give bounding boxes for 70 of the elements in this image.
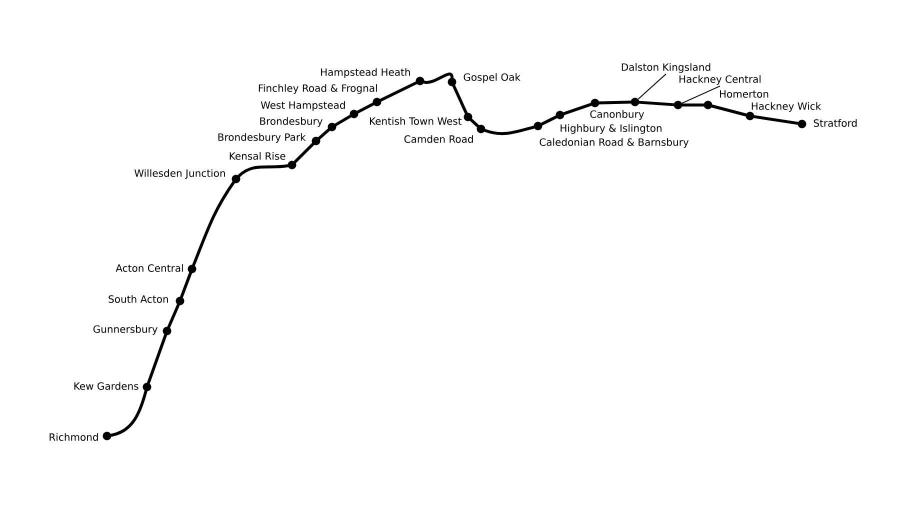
station-label: Canonbury bbox=[590, 110, 644, 120]
station-dot bbox=[232, 174, 240, 184]
station-dot bbox=[704, 100, 712, 110]
station-label: Acton Central bbox=[116, 264, 183, 272]
station-dot bbox=[102, 432, 112, 440]
station-dot bbox=[476, 124, 486, 134]
station-label: Gunnersbury bbox=[93, 325, 158, 335]
station-label: Hackney Wick bbox=[752, 102, 822, 112]
station-label: Brondesbury Park bbox=[218, 133, 306, 143]
track-line bbox=[192, 181, 235, 266]
track-line bbox=[638, 100, 676, 106]
track-line bbox=[238, 164, 290, 178]
station-label: Willesden Junction bbox=[134, 169, 225, 179]
leader-line bbox=[682, 86, 720, 104]
track-line bbox=[422, 72, 454, 84]
station-label: Homerton bbox=[720, 90, 768, 98]
station-dot bbox=[312, 136, 320, 146]
station-label: Camden Road bbox=[404, 135, 473, 143]
station-label: Kensal Rise bbox=[230, 152, 286, 160]
station-dot bbox=[556, 110, 564, 120]
track-line bbox=[356, 102, 375, 114]
track-line bbox=[380, 81, 418, 102]
station-label: Hampstead Heath bbox=[321, 68, 410, 78]
track-line bbox=[470, 118, 480, 128]
track-line bbox=[147, 334, 167, 384]
track-line bbox=[167, 304, 180, 328]
station-dot bbox=[288, 160, 296, 170]
station-dot bbox=[188, 264, 196, 274]
station-label: Kentish Town West bbox=[370, 117, 462, 125]
station-dot bbox=[176, 296, 184, 306]
track-line bbox=[180, 272, 192, 298]
station-label: South Acton bbox=[108, 295, 168, 303]
station-dot bbox=[328, 122, 336, 132]
track-line bbox=[680, 104, 706, 106]
track-line bbox=[540, 116, 558, 126]
track-line bbox=[484, 126, 536, 136]
station-label: Caledonian Road & Barnsbury bbox=[540, 138, 689, 148]
track-line bbox=[562, 102, 592, 116]
track-line bbox=[334, 114, 352, 126]
station-dot bbox=[746, 112, 754, 120]
track-line bbox=[752, 115, 800, 125]
station-label: West Hampstead bbox=[260, 101, 345, 111]
track-line bbox=[318, 128, 330, 140]
leader-line bbox=[638, 74, 666, 100]
track-line bbox=[710, 104, 748, 116]
track-line bbox=[110, 390, 148, 437]
track-line bbox=[294, 142, 314, 164]
station-label: Stratford bbox=[814, 119, 857, 127]
station-dot bbox=[448, 78, 456, 86]
station-dot bbox=[630, 98, 640, 106]
station-dot bbox=[464, 112, 472, 122]
station-label: Finchley Road & Frognal bbox=[258, 84, 377, 94]
station-label: Hackney Central bbox=[680, 75, 761, 85]
track-line bbox=[452, 84, 468, 114]
station-label: Gospel Oak bbox=[464, 73, 520, 83]
station-label: Highbury & Islington bbox=[560, 124, 662, 134]
station-dot bbox=[674, 100, 682, 110]
station-dot bbox=[534, 122, 542, 130]
station-dot bbox=[350, 110, 358, 118]
station-dot bbox=[162, 326, 172, 336]
station-dot bbox=[372, 98, 382, 106]
station-dot bbox=[798, 120, 806, 128]
station-label: Kew Gardens bbox=[74, 382, 138, 390]
track-line bbox=[598, 100, 632, 104]
station-dot bbox=[142, 382, 152, 392]
station-dot bbox=[416, 76, 424, 86]
station-label: Richmond bbox=[50, 433, 98, 441]
station-label: Brondesbury bbox=[260, 117, 323, 127]
station-label: Dalston Kingsland bbox=[622, 63, 710, 73]
station-dot bbox=[590, 98, 600, 108]
